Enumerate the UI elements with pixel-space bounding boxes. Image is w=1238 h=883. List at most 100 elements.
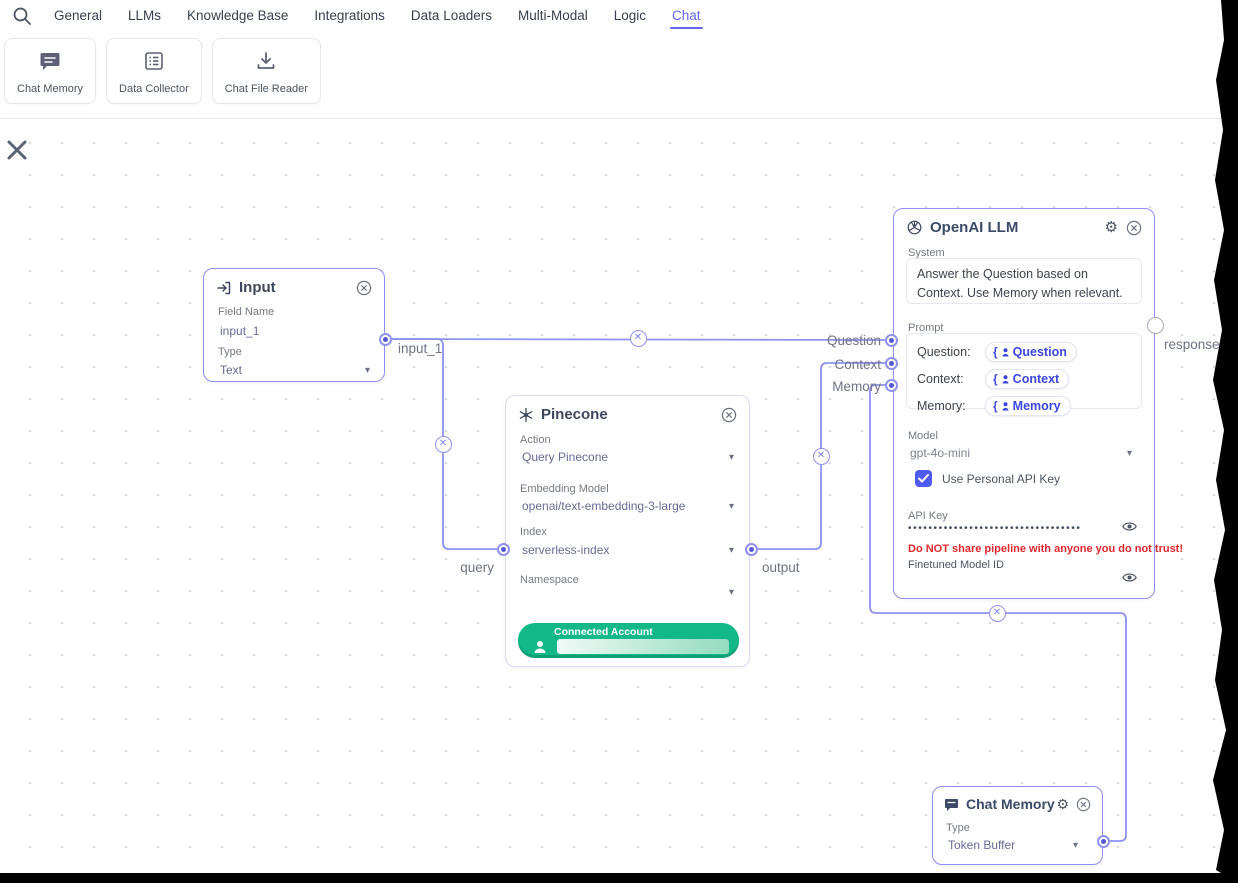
variable-chip-memory[interactable]: { Memory <box>985 396 1071 416</box>
chip-label: Memory <box>1012 399 1061 413</box>
chevron-down-icon: ▾ <box>728 500 734 512</box>
pinecone-icon <box>519 407 533 422</box>
nav-tabs: General LLMs Knowledge Base Integrations… <box>54 2 703 31</box>
action-value: Query Pinecone <box>522 450 609 464</box>
openai-logo-icon <box>907 220 922 235</box>
tab-data-loaders[interactable]: Data Loaders <box>410 7 492 23</box>
action-label: Action <box>520 434 551 446</box>
chat-memory-icon <box>945 798 958 811</box>
system-label: System <box>908 247 945 259</box>
system-textarea[interactable]: Answer the Question based on Context. Us… <box>906 258 1142 304</box>
chevron-down-icon: ▾ <box>364 364 370 376</box>
search-icon[interactable] <box>12 6 32 26</box>
tab-multi-modal[interactable]: Multi-Modal <box>517 7 588 23</box>
tab-llms[interactable]: LLMs <box>128 7 162 23</box>
variable-icon: { <box>993 399 998 413</box>
gear-icon[interactable]: ⚙ <box>1056 796 1069 812</box>
connected-account-button[interactable]: Connected Account <box>518 623 739 658</box>
tab-chat[interactable]: Chat <box>670 2 703 31</box>
chat-bubble-icon <box>39 49 61 73</box>
palette-chat-memory[interactable]: Chat Memory <box>4 38 97 104</box>
index-label: Index <box>520 526 547 538</box>
field-name-value[interactable]: input_1 <box>220 324 260 338</box>
tab-knowledge-base[interactable]: Knowledge Base <box>187 7 289 23</box>
api-key-label: API Key <box>908 510 948 522</box>
variable-chip-context[interactable]: { Context <box>985 369 1070 389</box>
palette-item-label: Chat Memory <box>17 83 84 95</box>
port-label-output: output <box>762 560 800 575</box>
node-title: Input <box>239 279 276 296</box>
tab-general[interactable]: General <box>54 7 103 23</box>
edge-delete-icon[interactable]: ✕ <box>812 447 830 465</box>
edge-delete-icon[interactable]: ✕ <box>988 604 1006 622</box>
port-openai-response[interactable] <box>1146 316 1164 334</box>
eye-icon[interactable] <box>1122 520 1137 533</box>
api-key-input[interactable]: •••••••••••••••••••••••••••••••••• <box>908 523 1082 534</box>
namespace-select[interactable]: ▾ <box>522 587 734 598</box>
port-openai-question[interactable] <box>884 333 898 347</box>
top-nav: General LLMs Knowledge Base Integrations… <box>0 0 1238 32</box>
index-select[interactable]: serverless-index ▾ <box>522 543 734 557</box>
api-key-warning: Do NOT share pipeline with anyone you do… <box>908 543 1184 555</box>
download-icon <box>255 49 277 73</box>
port-pinecone-output[interactable] <box>744 542 758 556</box>
embedding-model-label: Embedding Model <box>520 483 609 495</box>
port-label-input1: input_1 <box>398 341 443 356</box>
close-node-icon[interactable] <box>356 280 372 296</box>
port-label-response: response <box>1164 337 1220 352</box>
node-palette: Chat Memory Data Collector Chat File Rea… <box>4 38 321 104</box>
close-canvas-icon[interactable] <box>6 139 28 161</box>
tab-integrations[interactable]: Integrations <box>314 7 385 23</box>
variable-person-icon <box>1002 401 1009 410</box>
action-select[interactable]: Query Pinecone ▾ <box>522 450 734 464</box>
port-pinecone-query[interactable] <box>496 542 510 556</box>
use-personal-api-key-checkbox[interactable]: Use Personal API Key <box>915 470 1060 487</box>
port-input-output[interactable] <box>378 332 392 346</box>
connected-account-label: Connected Account <box>554 626 653 638</box>
port-label-question: Question <box>826 333 881 348</box>
node-title: OpenAI LLM <box>930 219 1019 236</box>
chevron-down-icon: ▾ <box>728 451 734 463</box>
variable-person-icon <box>1002 347 1009 356</box>
port-openai-memory[interactable] <box>884 378 898 392</box>
variable-icon: { <box>993 372 998 386</box>
data-table-icon <box>143 49 165 73</box>
embedding-model-value: openai/text-embedding-3-large <box>522 499 686 513</box>
node-openai-llm[interactable]: OpenAI LLM ⚙ System Answer the Question … <box>893 208 1183 599</box>
index-value: serverless-index <box>522 543 610 557</box>
type-label: Type <box>218 346 242 358</box>
edge-delete-icon[interactable]: ✕ <box>629 329 647 347</box>
tab-logic[interactable]: Logic <box>613 7 647 23</box>
node-input[interactable]: Input Field Name input_1 Type Text ▾ <box>203 268 385 382</box>
palette-data-collector[interactable]: Data Collector <box>106 38 202 104</box>
type-select[interactable]: Text ▾ <box>220 363 370 377</box>
embedding-model-select[interactable]: openai/text-embedding-3-large ▾ <box>522 499 734 513</box>
model-select[interactable]: gpt-4o-mini ▾ <box>910 446 1132 460</box>
pipeline-canvas[interactable]: ✕ ✕ ✕ ✕ Input Field Name input_1 Type Te… <box>0 119 1238 873</box>
prompt-box[interactable]: Question: { Question Context: { <box>906 333 1142 416</box>
node-chat-memory[interactable]: Chat Memory ⚙ Type Token Buffer ▾ <box>932 786 1103 865</box>
model-label: Model <box>908 430 938 442</box>
close-node-icon[interactable] <box>1126 220 1142 236</box>
palette-item-label: Chat File Reader <box>224 83 308 95</box>
palette-chat-file-reader[interactable]: Chat File Reader <box>211 38 321 104</box>
port-label-context: Context <box>834 357 881 372</box>
chevron-down-icon: ▾ <box>1126 447 1132 459</box>
close-node-icon[interactable] <box>1076 797 1091 812</box>
eye-icon[interactable] <box>1122 571 1137 584</box>
edge-delete-icon[interactable]: ✕ <box>434 435 452 453</box>
node-title: Pinecone <box>541 406 608 423</box>
type-value: Text <box>220 363 243 377</box>
chip-label: Question <box>1012 345 1067 359</box>
gear-icon[interactable]: ⚙ <box>1104 219 1118 236</box>
variable-chip-question[interactable]: { Question <box>985 342 1077 362</box>
port-chat-memory-output[interactable] <box>1096 834 1110 848</box>
toolbar-divider <box>0 118 1238 119</box>
type-select[interactable]: Token Buffer ▾ <box>948 838 1078 852</box>
variable-person-icon <box>1002 374 1009 383</box>
port-openai-context[interactable] <box>884 356 898 370</box>
port-label-memory: Memory <box>832 379 881 394</box>
close-node-icon[interactable] <box>721 407 737 423</box>
node-pinecone[interactable]: Pinecone Action Query Pinecone ▾ Embeddi… <box>505 395 750 667</box>
